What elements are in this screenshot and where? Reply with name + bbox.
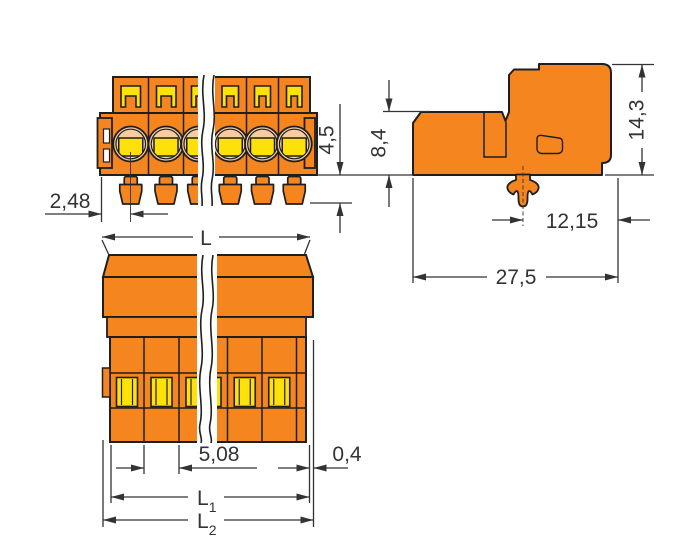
lever-slot-icon [253,85,272,108]
break-line-front [198,70,216,210]
tab-slot [102,148,111,163]
wire-entry-port [211,125,249,163]
dim-l2: L2 [102,440,314,538]
bottom-left-tab [101,367,111,398]
connector-bottom-view [101,250,315,446]
dim-l1: L1 [110,445,310,515]
dim-body-height: 8,4 [368,80,430,207]
latch-window [536,134,564,155]
wire-entry-port [244,125,281,163]
wire-entry-port [147,125,185,163]
dim-label-L1: L1 [197,487,217,515]
lever-slot-icon [155,85,177,108]
lever-slot-icon [285,85,303,108]
pin-contact [233,376,257,408]
dim-label-5-08: 5,08 [199,443,240,466]
pin-contact [115,376,139,408]
lever-slot-icon [120,85,142,108]
pin-contact [267,376,291,408]
dim-label-8-4: 8,4 [368,128,391,158]
dim-label-2-48: 2,48 [50,190,91,213]
dim-label-L2: L2 [197,510,217,538]
pin-contact [150,376,173,408]
dimension-annotations: 2,48 4,5 L 8,4 [45,63,654,538]
dim-edge-offset: 0,4 [278,340,362,527]
dim-total-height: 14,3 [605,63,654,176]
dim-label-27-5: 27,5 [496,266,537,289]
dim-label-4-5: 4,5 [316,125,339,154]
dim-pin-length: 4,5 [310,104,412,233]
dim-pole-pitch: 5,08 [116,443,257,474]
wire-entry-ports [112,125,313,163]
dim-total-depth: 27,5 [412,178,618,289]
side-profile [412,63,612,176]
break-line-bottom [197,250,217,446]
dim-label-12-15: 12,15 [546,210,599,233]
side-inner-slot [483,112,507,158]
solder-pin [282,175,307,205]
lever-slot-icon [221,85,240,108]
front-upper-dividers [147,77,280,113]
connector-front-view [96,70,318,210]
dim-left-edge-to-pin: 2,48 [45,152,168,222]
solder-pin [250,175,275,205]
tab-slot [102,128,111,144]
dim-label-0-4: 0,4 [332,443,362,466]
dim-label-L: L [200,227,212,250]
dim-label-14-3: 14,3 [626,100,649,141]
solder-pin [154,175,178,205]
front-left-tab [96,117,113,169]
dim-overall-length: L [101,227,311,255]
dim-foot-to-front-edge: 12,15 [492,178,650,283]
connector-side-view [412,63,612,226]
solder-pin [218,175,243,205]
wire-entry-port [275,125,313,163]
